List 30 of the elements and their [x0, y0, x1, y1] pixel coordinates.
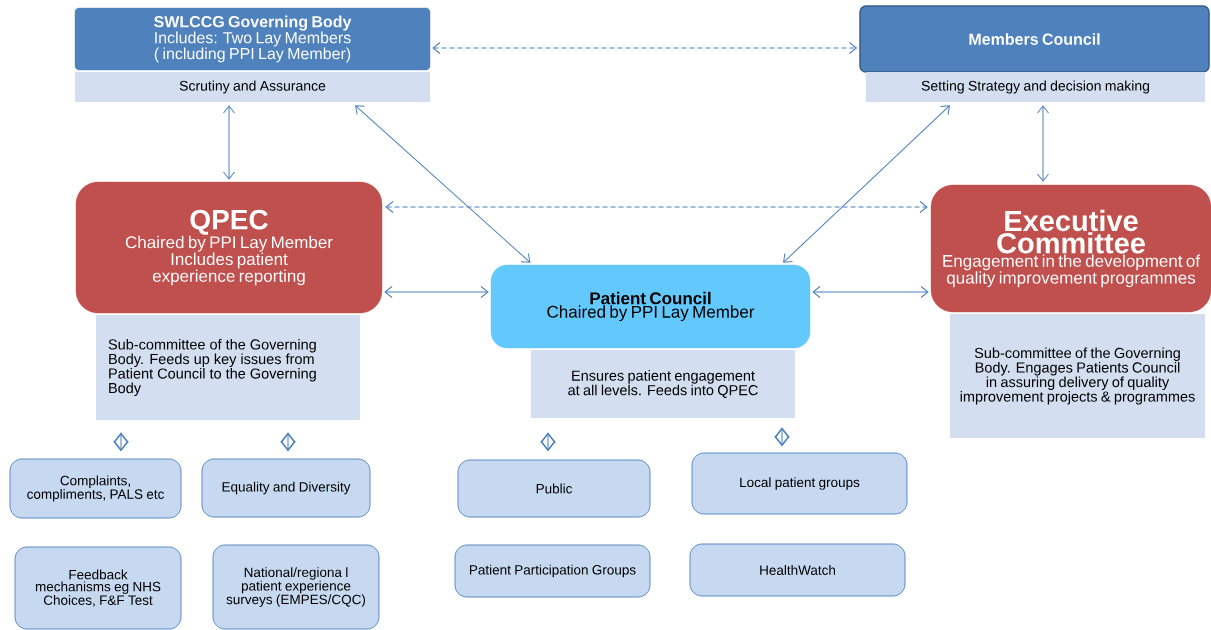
double-arrow — [384, 286, 489, 298]
double-arrow — [385, 201, 928, 213]
double-arrow — [223, 105, 235, 180]
caption-band: Sub-committee of the Governing Body. Engages Patients Council in assuring delivery of quality improvement projects & programmes — [950, 314, 1205, 438]
item-box: Local patient groups — [691, 452, 908, 515]
caption-band: Scrutiny and Assurance — [75, 72, 430, 102]
header-box: Members Council — [859, 5, 1210, 73]
double-arrow — [113, 432, 129, 452]
header-box: SWLCCG Governing Body Includes: Two Lay Members ( including PPI Lay Member) — [74, 7, 431, 71]
caption-band: Sub-committee of the Governing Body. Feeds up key issues from Patient Council to the Governing Body — [96, 315, 360, 420]
committee-box: QPEC Chaired by PPI Lay Member Includes patient experience reporting — [75, 181, 383, 314]
double-arrow — [1037, 105, 1049, 182]
item-box: Feedback mechanisms eg NHS Choices, F&F Test — [14, 546, 182, 630]
double-arrow — [783, 105, 950, 263]
item-box: National/regiona l patient experience surveys (EMPES/CQC) — [212, 544, 380, 630]
double-arrow — [432, 42, 857, 54]
double-arrow — [774, 427, 790, 447]
item-box: Equality and Diversity — [201, 458, 371, 518]
caption-band: Setting Strategy and decision making — [866, 72, 1205, 102]
item-box: Complaints, compliments, PALS etc — [9, 458, 182, 519]
item-box: Patient Participation Groups — [454, 544, 651, 598]
double-arrow — [355, 105, 531, 263]
committee-box: Executive Committee Engagement in the development of quality improvement programmes — [930, 184, 1211, 313]
double-arrow — [540, 432, 556, 452]
double-arrow — [812, 286, 929, 298]
item-box: HealthWatch — [689, 543, 906, 597]
caption-band: Ensures patient engagement at all levels. Feeds into QPEC — [531, 350, 795, 418]
council-box: Patient Council Chaired by PPI Lay Member — [490, 264, 811, 349]
item-box: Public — [457, 459, 651, 518]
double-arrow — [280, 432, 296, 452]
